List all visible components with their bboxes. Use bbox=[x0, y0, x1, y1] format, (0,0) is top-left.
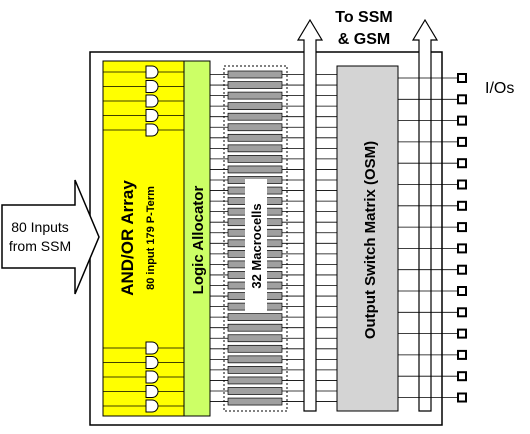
and-or-array-subtitle: 80 input 179 P-Term bbox=[145, 186, 157, 290]
macrocell bbox=[227, 334, 283, 343]
and-gate bbox=[145, 65, 159, 79]
feedback-arrow-right bbox=[411, 18, 439, 412]
io-pin bbox=[457, 136, 467, 147]
logic-allocator bbox=[183, 60, 211, 417]
feedback-arrow-left bbox=[296, 18, 324, 412]
and-or-array-title: AND/OR Array bbox=[118, 180, 137, 296]
macrocell bbox=[227, 81, 283, 89]
ios-label: I/Os bbox=[485, 80, 514, 97]
macrocell bbox=[227, 366, 283, 374]
io-pin bbox=[457, 243, 467, 254]
allocator-to-macrocell-wires bbox=[210, 74, 228, 402]
macrocell bbox=[227, 144, 283, 153]
io-pin bbox=[457, 307, 467, 318]
io-pin bbox=[457, 392, 467, 403]
macrocell bbox=[227, 91, 283, 100]
and-gate bbox=[145, 123, 159, 137]
and-gate bbox=[145, 109, 159, 122]
io-pin bbox=[457, 371, 467, 382]
and-or-array bbox=[102, 60, 185, 417]
output-switch-matrix bbox=[336, 65, 399, 412]
and-array-wires bbox=[103, 71, 184, 407]
macrocell bbox=[227, 155, 283, 163]
io-pin bbox=[457, 222, 467, 233]
macrocell bbox=[227, 165, 283, 174]
and-gate bbox=[145, 385, 159, 398]
io-pin bbox=[457, 94, 467, 105]
macrocell bbox=[227, 123, 283, 132]
and-gate bbox=[145, 399, 159, 413]
io-pin bbox=[457, 200, 467, 211]
macrocell bbox=[227, 70, 283, 79]
to-ssm-label: To SSM bbox=[335, 9, 392, 26]
and-gate bbox=[145, 370, 159, 384]
io-pin bbox=[457, 349, 467, 360]
macrocell bbox=[227, 323, 283, 332]
inputs-label-line2: from SSM bbox=[9, 238, 71, 254]
and-gates bbox=[145, 65, 159, 413]
gsm-label: & GSM bbox=[338, 31, 390, 48]
osm-label: Output Switch Matrix (OSM) bbox=[362, 141, 379, 339]
macrocell bbox=[227, 112, 283, 121]
osm-to-io-wires bbox=[398, 77, 458, 398]
io-pin bbox=[457, 179, 467, 190]
macrocell bbox=[227, 376, 283, 385]
macrocell bbox=[227, 133, 283, 142]
io-pin bbox=[457, 73, 467, 83]
macrocells-label-bg bbox=[245, 179, 267, 313]
io-pin bbox=[457, 158, 467, 169]
macrocell bbox=[227, 355, 283, 364]
io-pin bbox=[457, 286, 467, 296]
macrocell bbox=[227, 397, 283, 406]
io-pin bbox=[457, 264, 467, 275]
macrocell bbox=[227, 102, 283, 111]
and-gate bbox=[145, 94, 159, 108]
macrocells-label: 32 Macrocells bbox=[249, 203, 264, 288]
io-pins bbox=[457, 73, 467, 403]
and-gate bbox=[145, 341, 159, 355]
macrocell bbox=[227, 313, 283, 321]
input-arrow bbox=[1, 179, 100, 295]
logic-allocator-label: Logic Allocator bbox=[190, 186, 207, 295]
inputs-label-line1: 80 Inputs bbox=[11, 219, 69, 235]
io-pin bbox=[457, 115, 467, 126]
and-gate bbox=[145, 80, 159, 93]
and-gate bbox=[145, 356, 159, 369]
macrocell bbox=[227, 344, 283, 353]
macrocell bbox=[227, 387, 283, 395]
io-pin bbox=[457, 328, 467, 339]
